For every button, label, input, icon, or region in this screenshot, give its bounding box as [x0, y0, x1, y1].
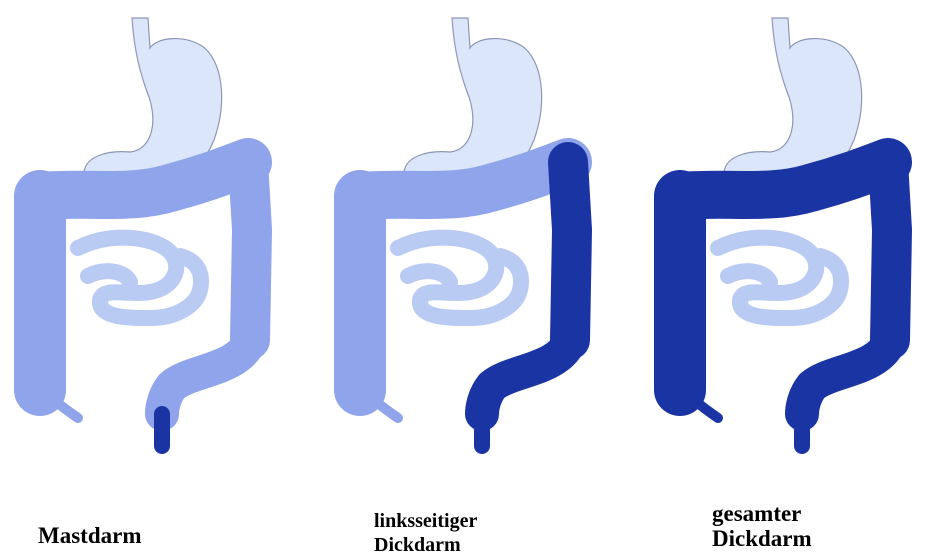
caption-line: Dickdarm	[374, 533, 477, 557]
panel-proctitis	[0, 0, 300, 460]
digestive-tract-illustration	[320, 0, 620, 460]
panel-pancolitis	[640, 0, 925, 460]
small-intestine-shape	[398, 238, 521, 318]
caption-line: linksseitiger	[374, 509, 477, 533]
colon-sigmoid-segment	[482, 340, 570, 414]
caption-line: Mastdarm	[38, 523, 141, 548]
colon-descending-segment	[248, 162, 252, 340]
digestive-tract-illustration	[0, 0, 300, 460]
caption-proctitis: Mastdarm	[38, 523, 141, 548]
caption-total: gesamter Dickdarm	[712, 501, 812, 551]
caption-line: gesamter	[712, 501, 812, 526]
colon-descending-segment	[568, 162, 572, 340]
small-intestine-shape	[78, 238, 201, 318]
caption-left-sided: linksseitiger Dickdarm	[374, 509, 477, 557]
small-intestine-shape	[718, 238, 841, 318]
colon-sigmoid-segment	[802, 340, 890, 414]
caption-line: Dickdarm	[712, 526, 812, 551]
colon-sigmoid-segment	[162, 340, 250, 414]
colon-descending-segment	[888, 162, 892, 340]
panel-left-sided-colitis	[320, 0, 620, 460]
digestive-tract-illustration	[640, 0, 925, 460]
